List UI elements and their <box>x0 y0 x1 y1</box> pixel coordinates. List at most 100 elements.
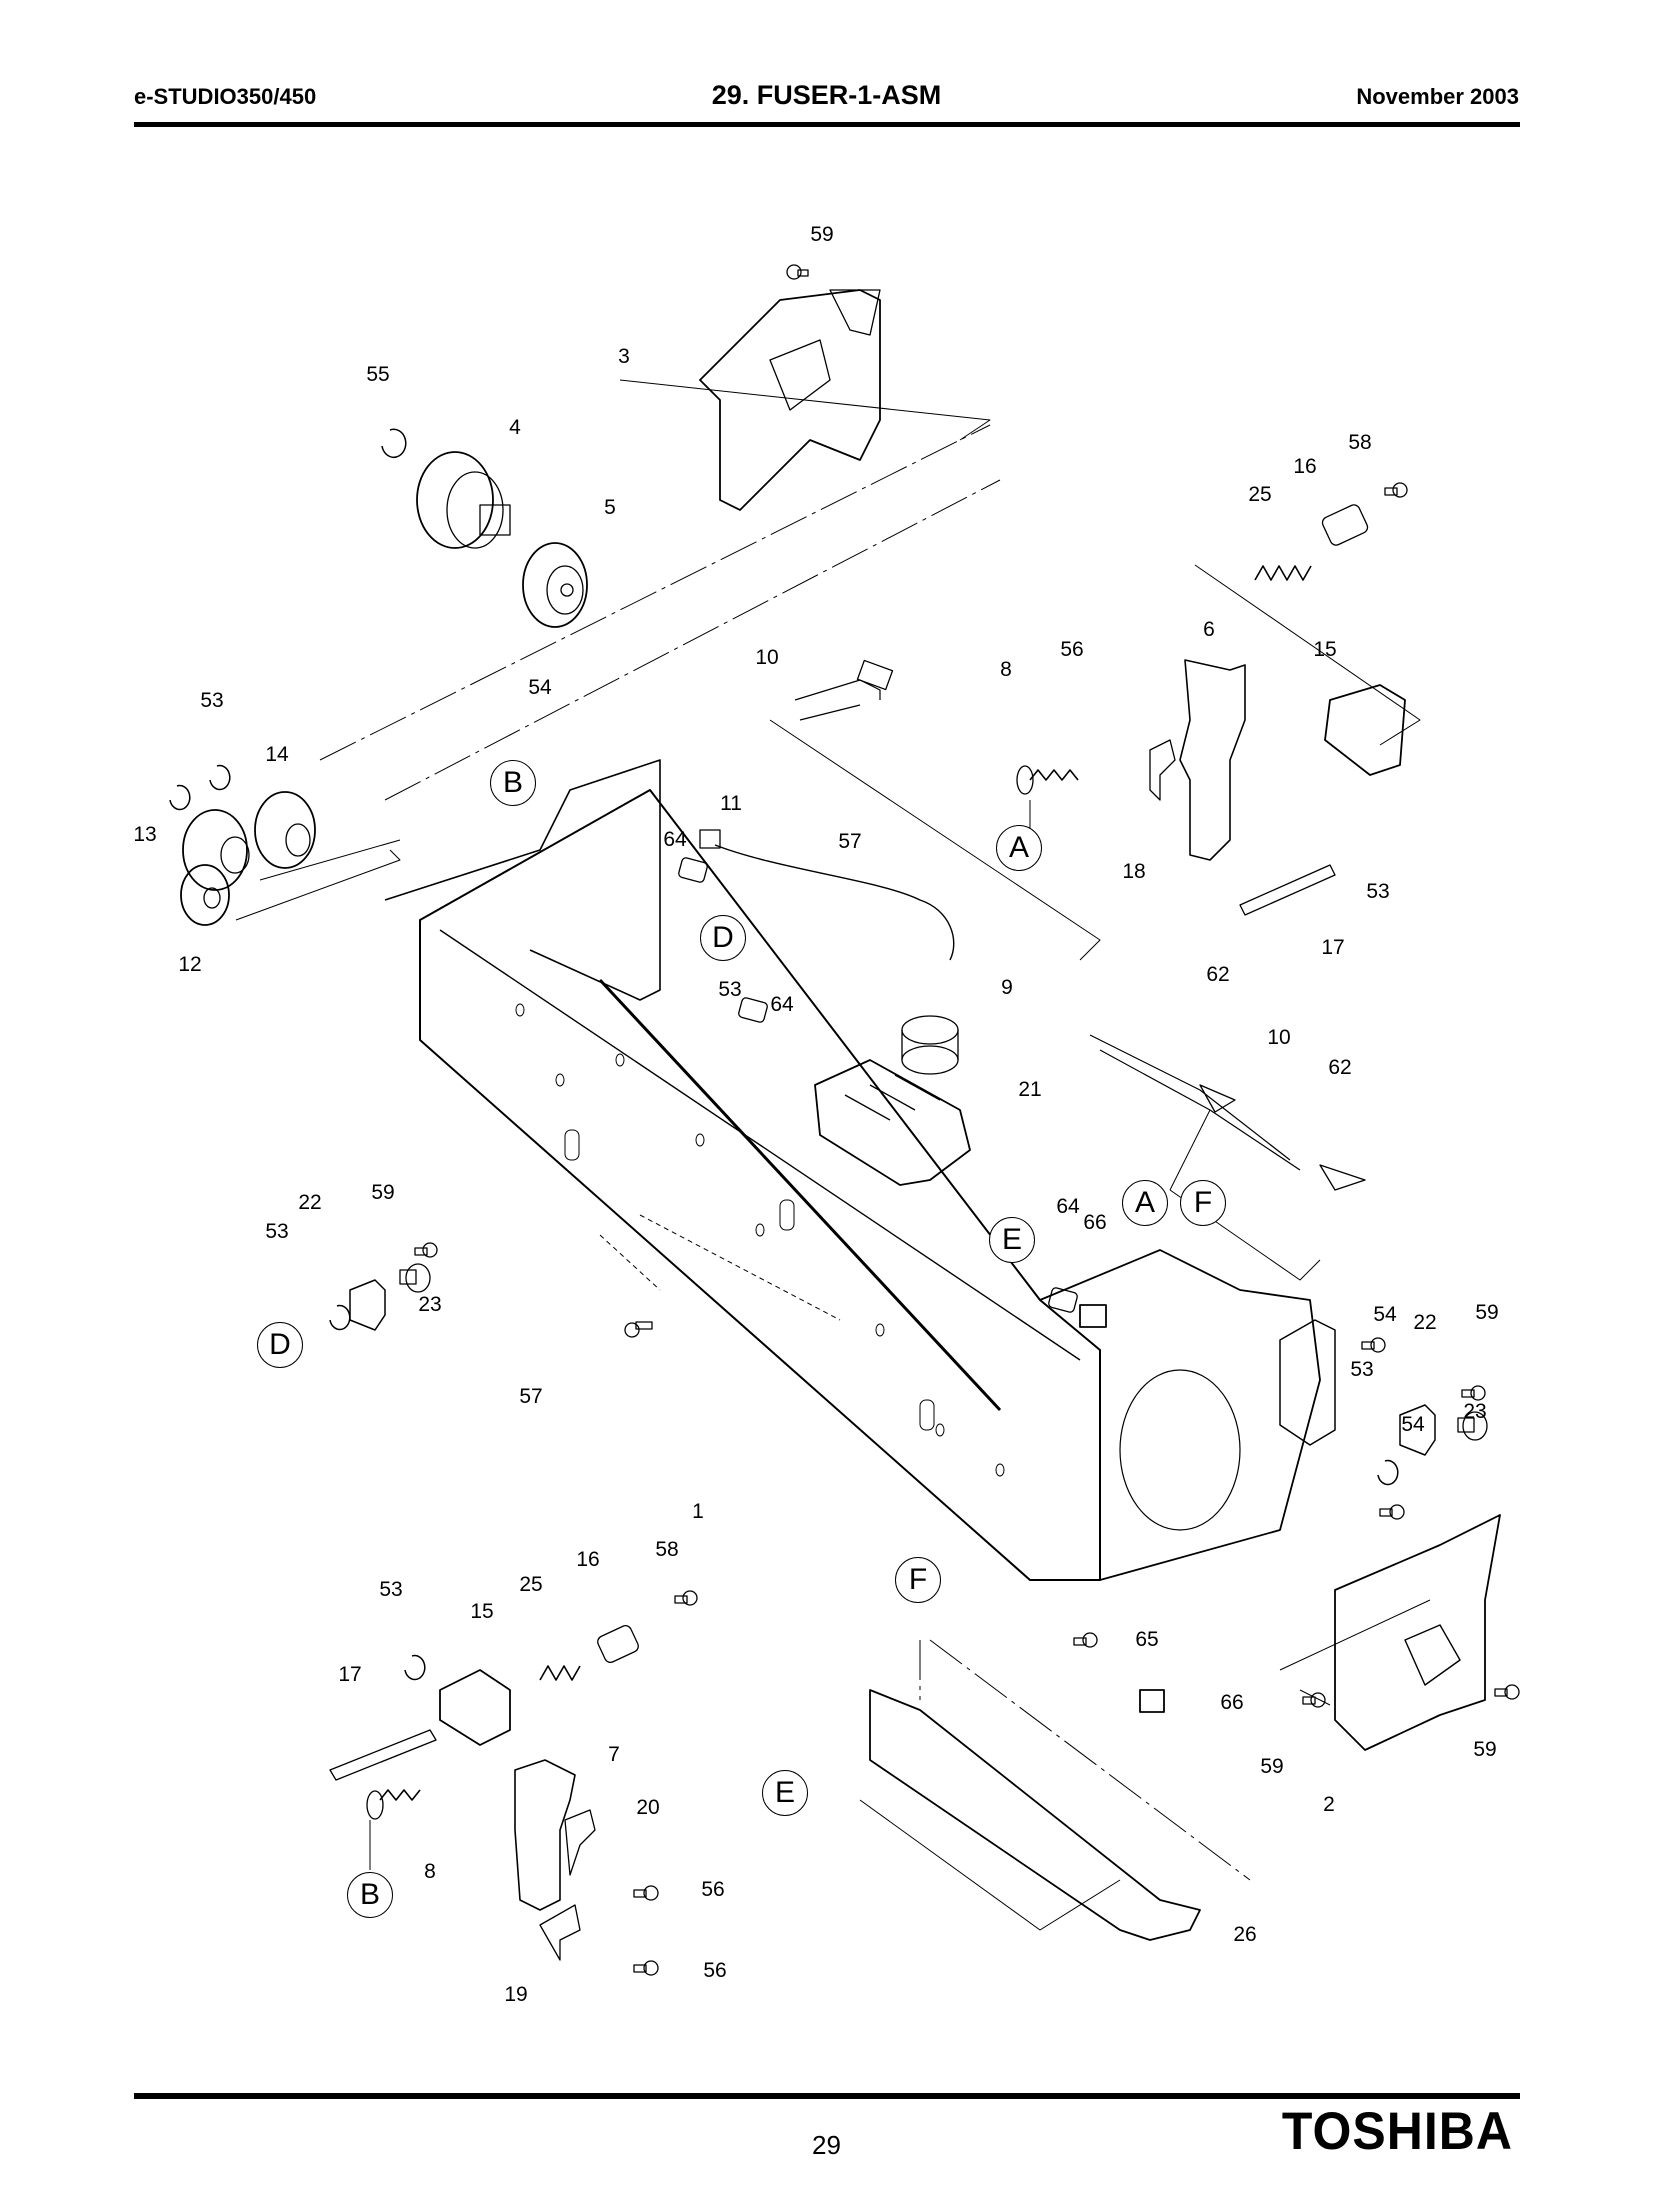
callout-64: 64 <box>770 993 794 1016</box>
clip-part-18 <box>1149 739 1176 801</box>
gear-part-14 <box>254 791 316 869</box>
callout-66: 66 <box>1220 1691 1244 1714</box>
callout-59: 59 <box>1473 1738 1497 1761</box>
callout-53: 53 <box>200 689 224 712</box>
section-title: 29. FUSER-1-ASM <box>711 80 942 110</box>
callout-59: 59 <box>1475 1301 1499 1324</box>
harness-part-11 <box>699 829 955 961</box>
holder-part-15-bottom <box>439 1669 511 1746</box>
screw-part-59-left <box>414 1242 438 1258</box>
callout-56: 56 <box>1060 638 1084 661</box>
callout-23: 23 <box>418 1293 442 1316</box>
sensor-part-64-a <box>678 857 708 883</box>
sensor-part-64-b <box>738 997 768 1023</box>
clip-part-20 <box>564 1809 596 1876</box>
shaft-part-17-top <box>1239 864 1336 916</box>
page-number: 29 <box>812 2130 841 2160</box>
reference-marker-e: E <box>989 1217 1035 1263</box>
gear-part-12 <box>180 864 230 926</box>
reference-marker-b: B <box>347 1872 393 1918</box>
callout-57: 57 <box>838 830 862 853</box>
callout-58: 58 <box>1348 431 1372 454</box>
spring-part-8-bottom <box>366 1789 421 1820</box>
callout-3: 3 <box>618 345 630 368</box>
gear-part-13 <box>182 809 250 891</box>
callout-15: 15 <box>470 1600 494 1623</box>
thermistor-part-10-right <box>1089 1034 1366 1191</box>
screw-part-59-right <box>1461 1385 1486 1401</box>
screw-part-59-cover-left <box>1302 1692 1326 1708</box>
spring-part-8-top <box>1016 765 1079 795</box>
reference-marker-a: A <box>1122 1180 1168 1226</box>
callout-19: 19 <box>504 1983 528 2006</box>
side-bracket-left <box>384 759 661 1001</box>
callout-64: 64 <box>1056 1195 1080 1218</box>
callout-21: 21 <box>1018 1078 1042 1101</box>
callout-18: 18 <box>1122 860 1146 883</box>
callout-7: 7 <box>608 1743 620 1766</box>
callout-53: 53 <box>718 978 742 1001</box>
holder-part-21 <box>814 1059 971 1186</box>
header-rule <box>134 122 1520 127</box>
e-ring-part-53-left-a <box>169 784 191 811</box>
callout-59: 59 <box>371 1181 395 1204</box>
actuator-part-66-a <box>1079 1304 1107 1328</box>
e-ring-part-53-left-c <box>329 1304 351 1331</box>
callout-56: 56 <box>703 1959 727 1982</box>
harness-part-10-top <box>794 659 894 721</box>
callout-26: 26 <box>1233 1923 1257 1946</box>
bush-part-16-top <box>1321 504 1369 546</box>
guide-plate-part-26 <box>869 1689 1201 1941</box>
e-ring-part-53-right <box>1377 1459 1399 1486</box>
reference-marker-a: A <box>996 825 1042 871</box>
callout-17: 17 <box>338 1663 362 1686</box>
screw-part-65 <box>1073 1632 1098 1648</box>
callout-8: 8 <box>1000 658 1012 681</box>
bush-part-16-bottom <box>597 1625 639 1663</box>
callout-2: 2 <box>1323 1793 1335 1816</box>
footer-rule <box>134 2093 1520 2099</box>
e-ring-part-53-bottom <box>404 1654 426 1681</box>
screw-part-56-low <box>633 1960 659 1976</box>
cover-part-2 <box>1334 1514 1501 1751</box>
screw-part-58-top <box>1384 482 1408 498</box>
plate-part-22-right <box>1399 1404 1436 1456</box>
reference-marker-d: D <box>257 1322 303 1368</box>
callout-55: 55 <box>366 363 390 386</box>
shaft-part-17-bottom <box>329 1729 437 1781</box>
bracket-right-middle <box>1279 1319 1336 1446</box>
callout-62: 62 <box>1328 1056 1352 1079</box>
bracket-part-3 <box>699 289 881 511</box>
callout-66: 66 <box>1083 1211 1107 1234</box>
callout-25: 25 <box>1248 483 1272 506</box>
callout-15: 15 <box>1313 638 1337 661</box>
callout-11: 11 <box>720 792 742 815</box>
holder-part-15-top <box>1324 684 1406 776</box>
callout-17: 17 <box>1321 936 1345 959</box>
screw-part-58-bottom <box>674 1590 698 1606</box>
callout-65: 65 <box>1135 1628 1159 1651</box>
callout-54: 54 <box>528 676 552 699</box>
callout-6: 6 <box>1203 618 1215 641</box>
callout-53: 53 <box>1366 880 1390 903</box>
callout-12: 12 <box>178 953 202 976</box>
spring-part-25-top <box>1254 565 1312 581</box>
plate-part-22-left <box>349 1279 386 1331</box>
clip-part-19 <box>539 1904 581 1961</box>
callout-10: 10 <box>755 646 779 669</box>
callout-59: 59 <box>1260 1755 1284 1778</box>
callout-53: 53 <box>1350 1358 1374 1381</box>
callout-13: 13 <box>133 823 157 846</box>
screw-part-57-lower <box>624 1321 653 1338</box>
stud-part-23-left <box>399 1263 431 1293</box>
callout-54: 54 <box>1373 1303 1397 1326</box>
callout-53: 53 <box>265 1220 289 1243</box>
stud-part-23-right <box>1457 1411 1488 1441</box>
callout-23: 23 <box>1463 1400 1487 1423</box>
e-ring-part-53-left-b <box>209 764 231 791</box>
callout-1: 1 <box>692 1500 704 1523</box>
sensor-part-64-c <box>1048 1287 1078 1313</box>
callout-14: 14 <box>265 743 289 766</box>
callout-16: 16 <box>576 1548 600 1571</box>
